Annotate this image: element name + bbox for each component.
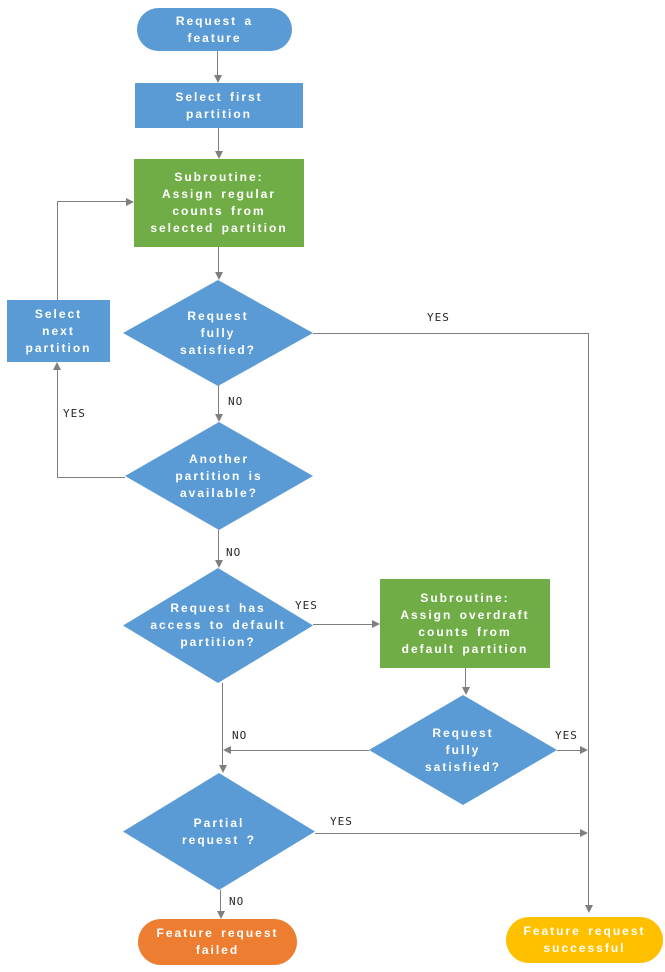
arrowhead-into-suboverdraft	[372, 620, 380, 628]
connector-default-no-down	[222, 683, 223, 767]
edge-label-satisfied1-yes: YES	[427, 311, 450, 324]
edge-label-default-yes: YES	[295, 599, 318, 612]
connector-selectnext-up-vertical	[57, 201, 58, 301]
connector-selectnext-to-subregular	[57, 201, 127, 202]
connector-subregular-to-satisfied1	[218, 247, 219, 274]
arrowhead-into-selectfirst	[214, 75, 222, 83]
edge-label-partial-yes: YES	[330, 815, 353, 828]
decision-request-fully-satisfied-2: Request fully satisfied?	[369, 695, 557, 805]
arrowhead-partial-yes-junction	[580, 829, 588, 837]
process-select-next-partition: Select next partition	[7, 300, 110, 362]
edge-label-another-no: NO	[226, 546, 242, 559]
connector-satisfied1-yes-horizontal	[313, 333, 589, 334]
edge-label-another-yes: YES	[63, 407, 86, 420]
arrowhead-into-subregular	[215, 151, 223, 159]
arrowhead-into-success	[585, 905, 593, 913]
edge-label-satisfied2-yes: YES	[555, 729, 578, 742]
connector-partial-yes	[315, 833, 582, 834]
connector-another-yes-horizontal	[57, 477, 125, 478]
arrowhead-satisfied2-no-junction	[223, 746, 231, 754]
subroutine-assign-regular-counts: Subroutine: Assign regular counts from s…	[134, 159, 304, 247]
arrowhead-into-subregular-left	[126, 198, 134, 206]
terminator-request-a-feature: Request a feature	[137, 8, 292, 51]
connector-selectfirst-to-subregular	[218, 128, 219, 154]
terminator-feature-request-successful: Feature request successful	[506, 917, 663, 963]
edge-label-satisfied1-no: NO	[228, 395, 244, 408]
decision-request-fully-satisfied-1: Request fully satisfied?	[123, 280, 313, 386]
connector-satisfied2-yes	[557, 750, 582, 751]
arrowhead-into-default	[215, 560, 223, 568]
connector-default-yes	[313, 624, 373, 625]
decision-access-to-default-partition: Request has access to default partition?	[123, 568, 313, 683]
decision-another-partition-available: Another partition is available?	[125, 422, 313, 530]
arrowhead-into-satisfied2	[462, 687, 470, 695]
subroutine-assign-overdraft-counts: Subroutine: Assign overdraft counts from…	[380, 579, 550, 668]
decision-partial-request: Partial request ?	[123, 773, 315, 890]
connector-another-yes-vertical	[57, 368, 58, 478]
connector-start-to-selectfirst	[217, 50, 218, 77]
connector-partial-no	[220, 890, 221, 912]
arrowhead-into-selectnext	[53, 362, 61, 370]
arrowhead-into-failed	[217, 911, 225, 919]
connector-right-vertical-to-success	[588, 333, 589, 905]
connector-satisfied2-no	[229, 750, 369, 751]
edge-label-satisfied2-no: NO	[232, 729, 248, 742]
arrowhead-into-satisfied1	[215, 272, 223, 280]
edge-label-partial-no: NO	[229, 895, 245, 908]
terminator-feature-request-failed: Feature request failed	[138, 919, 297, 965]
arrowhead-into-partial	[219, 765, 227, 773]
connector-suboverdraft-to-satisfied2	[465, 668, 466, 688]
connector-another-no	[218, 530, 219, 562]
arrowhead-satisfied2-yes-junction	[580, 746, 588, 754]
process-select-first-partition: Select first partition	[135, 83, 303, 128]
arrowhead-into-another	[215, 414, 223, 422]
connector-satisfied1-no	[218, 385, 219, 416]
